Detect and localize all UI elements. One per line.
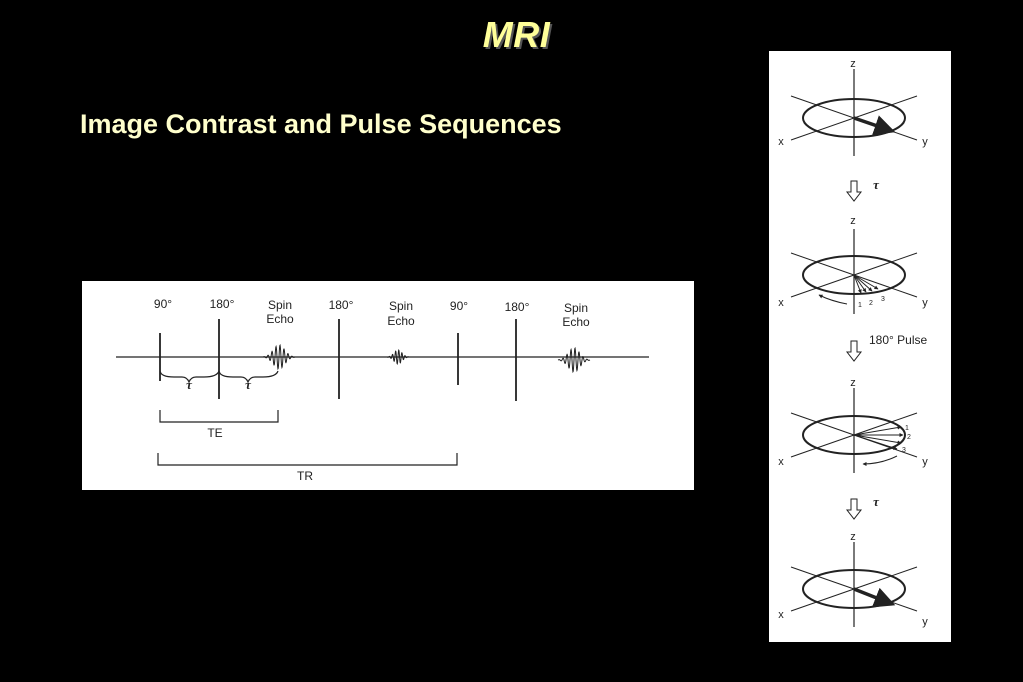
vector-diagram-2: z x y 1 2 3 bbox=[778, 215, 928, 314]
pulse-label-180-first: 180° bbox=[210, 297, 235, 311]
spin-echo-label-2-line2: Echo bbox=[387, 314, 415, 328]
spin-echo-label-3-line2: Echo bbox=[562, 315, 590, 329]
pulse-sequence-diagram: 90° 180° Spin Echo 180° Spin Echo 90° 18… bbox=[82, 281, 694, 490]
slide-subtitle: Image Contrast and Pulse Sequences bbox=[80, 109, 562, 139]
te-label: TE bbox=[207, 426, 222, 440]
vector-tau-label-2: τ bbox=[873, 494, 880, 509]
spin-number-2-diagram-3: 2 bbox=[907, 434, 911, 441]
axis-z-label-3: z bbox=[850, 377, 856, 389]
axis-x-label-4: x bbox=[778, 609, 784, 621]
spin-number-3-diagram-3: 3 bbox=[902, 447, 906, 454]
vector-diagram-4: z x y bbox=[778, 531, 928, 628]
spin-number-1-diagram-2: 1 bbox=[858, 302, 862, 309]
down-arrow-icon-2 bbox=[845, 340, 863, 362]
spin-echo-waveform-3 bbox=[557, 346, 591, 374]
axis-x-label-1: x bbox=[778, 136, 784, 148]
pulse-180-label: 180° Pulse bbox=[869, 333, 927, 347]
spin-number-3-diagram-2: 3 bbox=[881, 296, 885, 303]
axis-z-label-4: z bbox=[850, 531, 856, 543]
axis-y-label-2: y bbox=[922, 297, 928, 309]
spin-echo-label-2-line1: Spin bbox=[389, 299, 413, 313]
slide-title: MRI bbox=[482, 14, 551, 55]
axis-y-label-4: y bbox=[922, 616, 928, 628]
pulse-sequence-svg: 90° 180° Spin Echo 180° Spin Echo 90° 18… bbox=[116, 297, 649, 483]
tau-label-1: τ bbox=[186, 377, 193, 392]
tau-brace-2 bbox=[218, 370, 279, 384]
magnetization-vector-diagram: z x y τ z x y 1 2 3 180° Pulse bbox=[769, 51, 951, 642]
spin-echo-label-3-line1: Spin bbox=[564, 301, 588, 315]
down-arrow-icon-3 bbox=[845, 498, 863, 520]
vector-tau-label-1: τ bbox=[873, 177, 880, 192]
axis-z-label-1: z bbox=[850, 58, 856, 70]
tr-bracket bbox=[157, 453, 458, 466]
spin-echo-waveform-2 bbox=[386, 349, 410, 365]
pulse-label-180-third: 180° bbox=[505, 300, 530, 314]
tau-brace-1 bbox=[159, 370, 220, 384]
down-arrow-icon-1 bbox=[845, 180, 863, 202]
te-bracket bbox=[159, 410, 279, 423]
vector-diagram-svg: z x y τ z x y 1 2 3 180° Pulse bbox=[778, 58, 928, 628]
spin-echo-waveform-1 bbox=[262, 343, 296, 371]
vector-diagram-3: z x y 1 2 3 bbox=[778, 377, 928, 473]
vector-diagram-1: z x y bbox=[778, 58, 928, 156]
axis-x-label-2: x bbox=[778, 297, 784, 309]
spin-echo-label-1-line1: Spin bbox=[268, 298, 292, 312]
tr-label: TR bbox=[297, 469, 313, 483]
pulse-label-180-second: 180° bbox=[329, 298, 354, 312]
spin-number-2-diagram-2: 2 bbox=[869, 300, 873, 307]
spin-echo-label-1-line2: Echo bbox=[266, 312, 294, 326]
axis-x-label-3: x bbox=[778, 456, 784, 468]
axis-y-label-1: y bbox=[922, 136, 928, 148]
spin-number-1-diagram-3: 1 bbox=[905, 425, 909, 432]
axis-y-label-3: y bbox=[922, 456, 928, 468]
pulse-label-90-first: 90° bbox=[154, 297, 172, 311]
axis-z-label-2: z bbox=[850, 215, 856, 227]
tau-label-2: τ bbox=[245, 377, 252, 392]
pulse-label-90-second: 90° bbox=[450, 299, 468, 313]
